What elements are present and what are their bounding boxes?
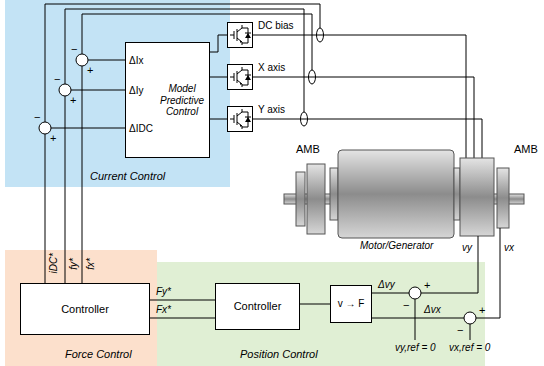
bearing-disc (497, 168, 509, 228)
igbt-frame (228, 65, 253, 90)
node-text: Model Predictive Control (155, 83, 209, 118)
summing-junction (76, 54, 88, 66)
summing-junction (409, 287, 421, 299)
part-name: Motor/Generator (360, 240, 433, 252)
node-text: Force Control (65, 348, 132, 361)
sign-label: + (424, 279, 430, 292)
motor-body (338, 150, 454, 238)
summing-junction (59, 84, 71, 96)
node-text: Position Control (240, 348, 318, 361)
igbt-symbol (227, 64, 253, 90)
sign-label: + (50, 132, 56, 145)
current-sensor (309, 70, 316, 84)
igbt-lines (230, 109, 251, 129)
diode-symbol (245, 33, 251, 38)
igbt-lines (230, 25, 251, 45)
emitter-arrow (240, 41, 242, 43)
bearing-stator (460, 158, 494, 236)
signal-connector (210, 119, 227, 120)
node-text: ΔIy (129, 85, 143, 97)
signal-name: Δvy (378, 279, 395, 291)
igbt-symbol (227, 22, 253, 48)
igbt-switch: Y axis (227, 106, 253, 132)
node-text: DC bias (258, 20, 294, 32)
igbt-frame (228, 107, 253, 132)
signal-connector (150, 318, 215, 319)
igbt-switch: X axis (227, 64, 253, 90)
sign-label: + (479, 304, 485, 317)
signal-connector (150, 300, 215, 301)
controller-block: Controller (20, 283, 150, 335)
motor-end-cap (454, 168, 460, 220)
signal-connector (210, 35, 227, 52)
error-wire (51, 60, 125, 128)
motor-end-cap (330, 168, 338, 220)
signal-name: Δvx (424, 304, 441, 316)
position-control-region (157, 262, 485, 366)
reference-value: vx,ref = 0 (449, 342, 490, 354)
current-sensor (301, 112, 308, 126)
region-band: Current Control ΔIxΔIyΔIDCModel Predictiv… (5, 0, 230, 187)
current-sensor (317, 28, 324, 42)
signal-name: vx (504, 242, 514, 254)
conversion-block: v → F (330, 285, 372, 323)
reference-value: vy,ref = 0 (395, 342, 436, 354)
node-text: v → F (331, 298, 371, 310)
node-text: X axis (258, 62, 285, 74)
diode-symbol (245, 75, 251, 80)
signal-name: Fx* (156, 304, 171, 316)
node-text: ΔIDC (129, 123, 153, 135)
summing-junction (464, 312, 476, 324)
emitter-arrow (240, 125, 242, 127)
igbt-frame (228, 23, 253, 48)
power-wire (253, 35, 482, 158)
region-band: Force Control Controller (5, 250, 157, 366)
node-text: Current Control (90, 170, 165, 183)
summing-junction (39, 122, 51, 134)
signal-name: Fy* (156, 286, 171, 298)
igbt-switch: DC bias (227, 22, 253, 48)
node-text: ΔIx (129, 55, 143, 67)
force-control-region (5, 250, 157, 366)
diode-symbol (245, 117, 251, 122)
node-text: Y axis (258, 104, 285, 116)
signal-name: iDC* (48, 253, 60, 274)
reference-wire (45, 66, 82, 283)
bearing-disc (307, 164, 325, 234)
igbt-lines (230, 67, 251, 87)
sign-label: − (54, 73, 60, 86)
node-text: Controller (216, 300, 299, 313)
sign-label: − (403, 299, 409, 312)
emitter-arrow (240, 83, 242, 85)
bearing-disc (296, 172, 305, 226)
signal-name: fx* (85, 258, 97, 270)
sign-label: − (34, 111, 40, 124)
signal-connector (300, 304, 330, 305)
mpc-block: ΔIxΔIyΔIDCModel Predictive Control (125, 42, 210, 158)
part-name: AMB (514, 143, 538, 156)
signal-name: fy* (68, 258, 80, 270)
igbt-symbol (227, 106, 253, 132)
sign-label: − (457, 324, 463, 337)
signal-name: vy (462, 242, 472, 254)
node-text: Controller (21, 303, 149, 316)
sign-label: + (70, 94, 76, 107)
controller-block: Controller (215, 283, 300, 330)
part-name: AMB (296, 143, 320, 156)
signal-connector (210, 77, 227, 78)
current-control-region (5, 0, 230, 187)
sign-label: + (87, 64, 93, 77)
sign-label: − (71, 43, 77, 56)
